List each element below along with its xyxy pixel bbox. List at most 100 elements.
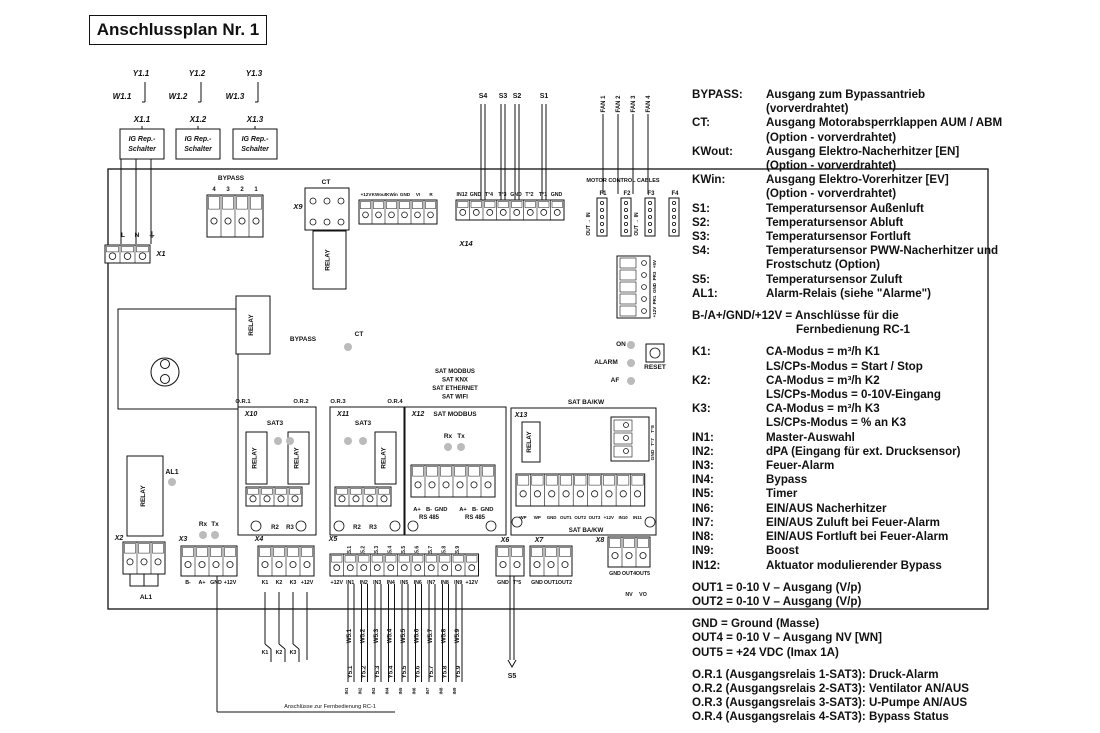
connector-pin [624,214,629,219]
transformer-coil [150,357,180,387]
t-slot [613,419,633,432]
legend-input-key: IN4: [692,473,714,487]
legend-input-key: IN6: [692,501,714,515]
connector-pin [648,221,653,226]
terminal-slot [336,488,348,495]
motor-control-label: MOTOR CONTROL CABLES [586,178,659,184]
r2-jumper [333,520,345,532]
terminal-screw [526,209,534,216]
legend-input-key [692,388,766,402]
rs485-pin: A+ [413,507,421,513]
legend-input-row: IN4:Bypass [692,473,1092,487]
rx-label: Rx [199,521,208,528]
relay-note: O.R.3 (Ausgangsrelais 3-SAT3): U-Pumpe A… [692,696,968,710]
on-led [627,341,635,349]
t-label: T°8 [650,425,656,433]
x5-top-label: X5.8 [442,546,448,557]
sensor-label: S4 [479,93,488,100]
rx-led [444,443,452,451]
terminal-slot [545,547,557,557]
terminal-slot [224,547,236,557]
legend-item-row: (Option - vorverdrahtet) [692,187,1092,201]
relay-al1 [126,455,164,537]
bypass-pin: 2 [240,187,244,193]
bypass-relay-label: BYPASS [290,336,317,343]
legend-input-key: IN1: [692,430,714,444]
terminal-slot [574,475,587,486]
x14-pin: GND [551,192,563,198]
k-wire-label: K3 [290,650,297,656]
r3-jumper [389,520,401,532]
rs485-pin: A+ [459,507,467,513]
x13-label: X13 [514,412,528,419]
legend-item-key [692,258,766,272]
legend-input-value: dPA (Eingang für ext. Drucksensor) [766,444,961,458]
terminal-pin-label: B- [185,580,191,586]
sat-module-label: SAT ETHERNET [432,386,478,392]
terminal-slot [538,201,550,208]
terminal-slot [275,488,287,495]
relay-label: RELAY [140,485,147,507]
on-label: ON [616,341,626,348]
tx-label: Tx [211,521,219,528]
connector-pin [624,228,629,233]
bakw-pin: OUT3 [589,515,601,520]
y-wire-label: Y5.8 [442,665,449,678]
connector-pin [624,200,629,205]
terminal-screw [499,209,507,216]
terminal-screw [263,495,271,503]
terminal-screw [553,209,561,216]
bypass-pin: 1 [254,187,258,193]
terminal-screw [540,209,548,216]
switch-label: Schalter [128,146,157,153]
terminal-slot [457,201,469,208]
terminal-slot [371,555,383,563]
legend-input-value: EIN/AUS Nacherhitzer [766,501,887,515]
jumper [644,516,656,528]
connector-pin [599,221,604,226]
legend-input-row: IN1:Master-Auswahl [692,431,1092,445]
fan-label: FAN 2 [616,95,622,113]
legend-item-key: KWin: [692,173,726,187]
r3-label: R3 [286,525,294,531]
x14-pin: GND [470,192,482,198]
legend-input-row: IN6: EIN/AUS Nacherhitzer [692,502,1092,516]
legend-input-value: Aktuator modulierender Bypass [766,558,942,572]
x12-label: X12 [411,411,425,418]
terminal-slot [273,547,285,557]
legend-input-row: IN7:EIN/AUS Zuluft bei Feuer-Alarm [692,516,1092,530]
legend-input-value: LS/CPs-Modus = % an K3 [766,416,907,430]
in-wire-label: IN9 [452,687,457,694]
x-label: X1.1 [133,115,151,124]
terminal-pin-label: K2 [276,580,283,586]
k-wire [292,643,300,650]
terminal-slot [350,488,362,495]
terminal-pin-label: OUT2 [558,580,572,586]
legend-item-row: (Option - vorverdrahtet) [692,131,1092,145]
pr-pin [641,308,647,314]
terminal-screw [427,564,435,572]
f-label: F1 [599,191,607,197]
legend-input-value: CA-Modus = m³/h K1 [766,345,880,359]
connector-pin [672,200,677,205]
bakw-pin: GND [547,515,557,520]
rc1-note: Fernbedienung RC-1 [796,323,911,337]
terminal-screw [625,552,633,560]
terminal-screw [303,561,311,569]
x8-label: X8 [595,537,605,544]
terminal-slot [124,543,136,554]
connector-pin [672,214,677,219]
legend-item-key [692,131,766,145]
terminal-pin-label: +12V [465,580,478,586]
relay-label: RELAY [252,447,259,469]
legend-item-row: S2:Temperatursensor Abluft [692,216,1092,230]
terminal-screw [427,211,434,219]
y-wire-label: Y5.4 [388,665,395,678]
legend-item-row: KWout:Ausgang Elektro-Nacherhitzer [EN] [692,145,1092,159]
terminal-slot [289,488,301,495]
bakw-pin: WP [519,515,526,520]
af-label: AF [611,377,620,384]
ct-screw [337,197,345,205]
terminal-screw [184,561,192,569]
x6-label: X6 [500,537,510,544]
